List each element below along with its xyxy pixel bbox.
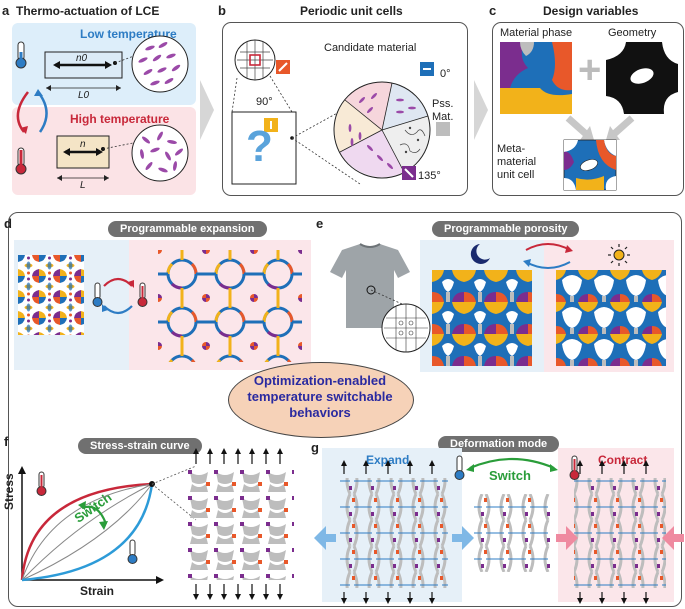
material-phase-square: [500, 42, 572, 114]
high-temp-label: High temperature: [70, 112, 170, 126]
meta-material-square: [563, 139, 617, 191]
contract-label: Contract: [598, 453, 648, 467]
expand-label: Expand: [366, 453, 410, 467]
deg0-label: 0°: [440, 68, 451, 80]
panel-a-title: Thermo-actuation of LCE: [16, 4, 160, 18]
center-line-3: behaviors: [289, 405, 351, 420]
thermometer-cold-icon: [92, 282, 103, 307]
pss-label: Pss.: [432, 98, 454, 110]
expand-arrow-left: [314, 526, 336, 550]
thermometer-hot-icon: [137, 282, 148, 307]
center-line-2: temperature switchable: [247, 389, 393, 404]
n0-label: n0: [76, 53, 88, 64]
contract-lattice: [574, 478, 666, 588]
bottom-frame: [8, 212, 682, 607]
sun-icon: [608, 244, 630, 266]
panel-d-letter: d: [4, 216, 12, 231]
candidate-material-label: Candidate material: [324, 42, 417, 54]
panel-e-letter: e: [316, 216, 324, 231]
material-phase-label: Material phase: [500, 27, 573, 39]
panel-b-title: Periodic unit cells: [300, 4, 403, 18]
plus-sign: +: [578, 48, 602, 92]
L0-label: L0: [78, 90, 90, 101]
question-mark: ?: [246, 122, 273, 171]
deg135-label: 135°: [418, 170, 441, 182]
meta-label-3: unit cell: [497, 169, 535, 181]
expand-arrow-right: [452, 526, 474, 550]
tshirt-image: [330, 243, 410, 328]
meta-label-1: Meta-: [497, 143, 526, 155]
n-label: n: [80, 139, 86, 150]
panel-e-pill: Programmable porosity: [432, 221, 580, 237]
dense-lattice: [18, 255, 84, 335]
expand-lattice: [340, 478, 448, 588]
f-lattice: [186, 468, 294, 580]
panel-f-pill: Stress-strain curve: [78, 438, 202, 454]
thermometer-hot-icon: [569, 455, 580, 480]
thermometer-hot-icon: [36, 471, 47, 496]
meta-label-2: material: [497, 156, 537, 168]
chevron-ab: [200, 80, 214, 140]
neutral-lattice: [474, 494, 550, 572]
panel-d-pill: Programmable expansion: [108, 221, 267, 237]
panel-c-title: Design variables: [543, 4, 639, 18]
open-lattice: [158, 250, 302, 362]
center-line-1: Optimization-enabled: [253, 373, 387, 388]
L-label: L: [80, 180, 86, 191]
contract-arrow-right: [662, 526, 684, 550]
contract-arrow-left: [556, 526, 578, 550]
porous-open-lattice: [556, 270, 666, 366]
material-pie: [333, 81, 431, 179]
stress-strain-curves: [20, 481, 155, 582]
panel-b-letter: b: [218, 3, 226, 18]
moon-icon: [470, 244, 490, 264]
thermometer-hot-icon: [15, 147, 27, 175]
thermometer-cold-icon: [127, 539, 138, 564]
panel-f-letter: f: [4, 434, 9, 449]
panel-a-letter: a: [2, 3, 10, 18]
center-bubble: [228, 362, 414, 438]
geometry-square: [606, 42, 678, 114]
geometry-label: Geometry: [608, 27, 657, 39]
chevron-bc: [474, 80, 488, 140]
panel-c-letter: c: [489, 3, 497, 18]
deg90-label: 90°: [256, 96, 273, 108]
thermometer-cold-icon: [454, 455, 465, 480]
center-text: Optimization-enabled temperature switcha…: [228, 373, 412, 421]
panel-g-pill: Deformation mode: [438, 436, 560, 452]
panel-g-letter: g: [311, 440, 319, 455]
strain-axis-label: Strain: [80, 584, 115, 598]
switch-label-g: Switch: [489, 468, 531, 483]
porous-closed-lattice: [432, 270, 532, 366]
mat-label: Mat.: [432, 111, 454, 123]
thermometer-cold-icon: [15, 41, 27, 69]
